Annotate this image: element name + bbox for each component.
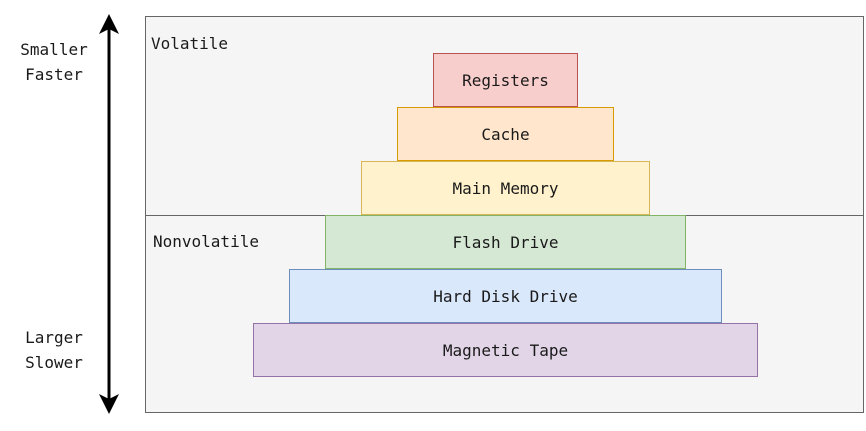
tier-label: Flash Drive: [452, 232, 559, 252]
tier-label: Cache: [481, 124, 530, 144]
tier-label: Registers: [462, 70, 549, 90]
axis-top-line: Faster: [25, 65, 83, 84]
tier-registers: Registers: [433, 53, 578, 107]
volatile-label: Volatile: [151, 34, 229, 53]
double-arrow-icon: [99, 14, 119, 414]
tier-cache: Cache: [397, 107, 614, 161]
tier-main-memory: Main Memory: [361, 161, 650, 215]
axis-bottom-line: Larger: [25, 328, 83, 347]
tier-magnetic-tape: Magnetic Tape: [253, 323, 758, 377]
tier-label: Hard Disk Drive: [433, 286, 578, 306]
nonvolatile-label: Nonvolatile: [153, 232, 259, 251]
tier-label: Magnetic Tape: [442, 340, 569, 360]
axis-bottom-line: Slower: [25, 353, 83, 372]
axis-top-label: Smaller Faster: [6, 37, 102, 87]
tier-label: Main Memory: [452, 178, 559, 198]
tier-hard-disk-drive: Hard Disk Drive: [289, 269, 722, 323]
tier-flash-drive: Flash Drive: [325, 215, 686, 269]
axis-top-line: Smaller: [20, 40, 88, 59]
axis-bottom-label: Larger Slower: [6, 325, 102, 375]
